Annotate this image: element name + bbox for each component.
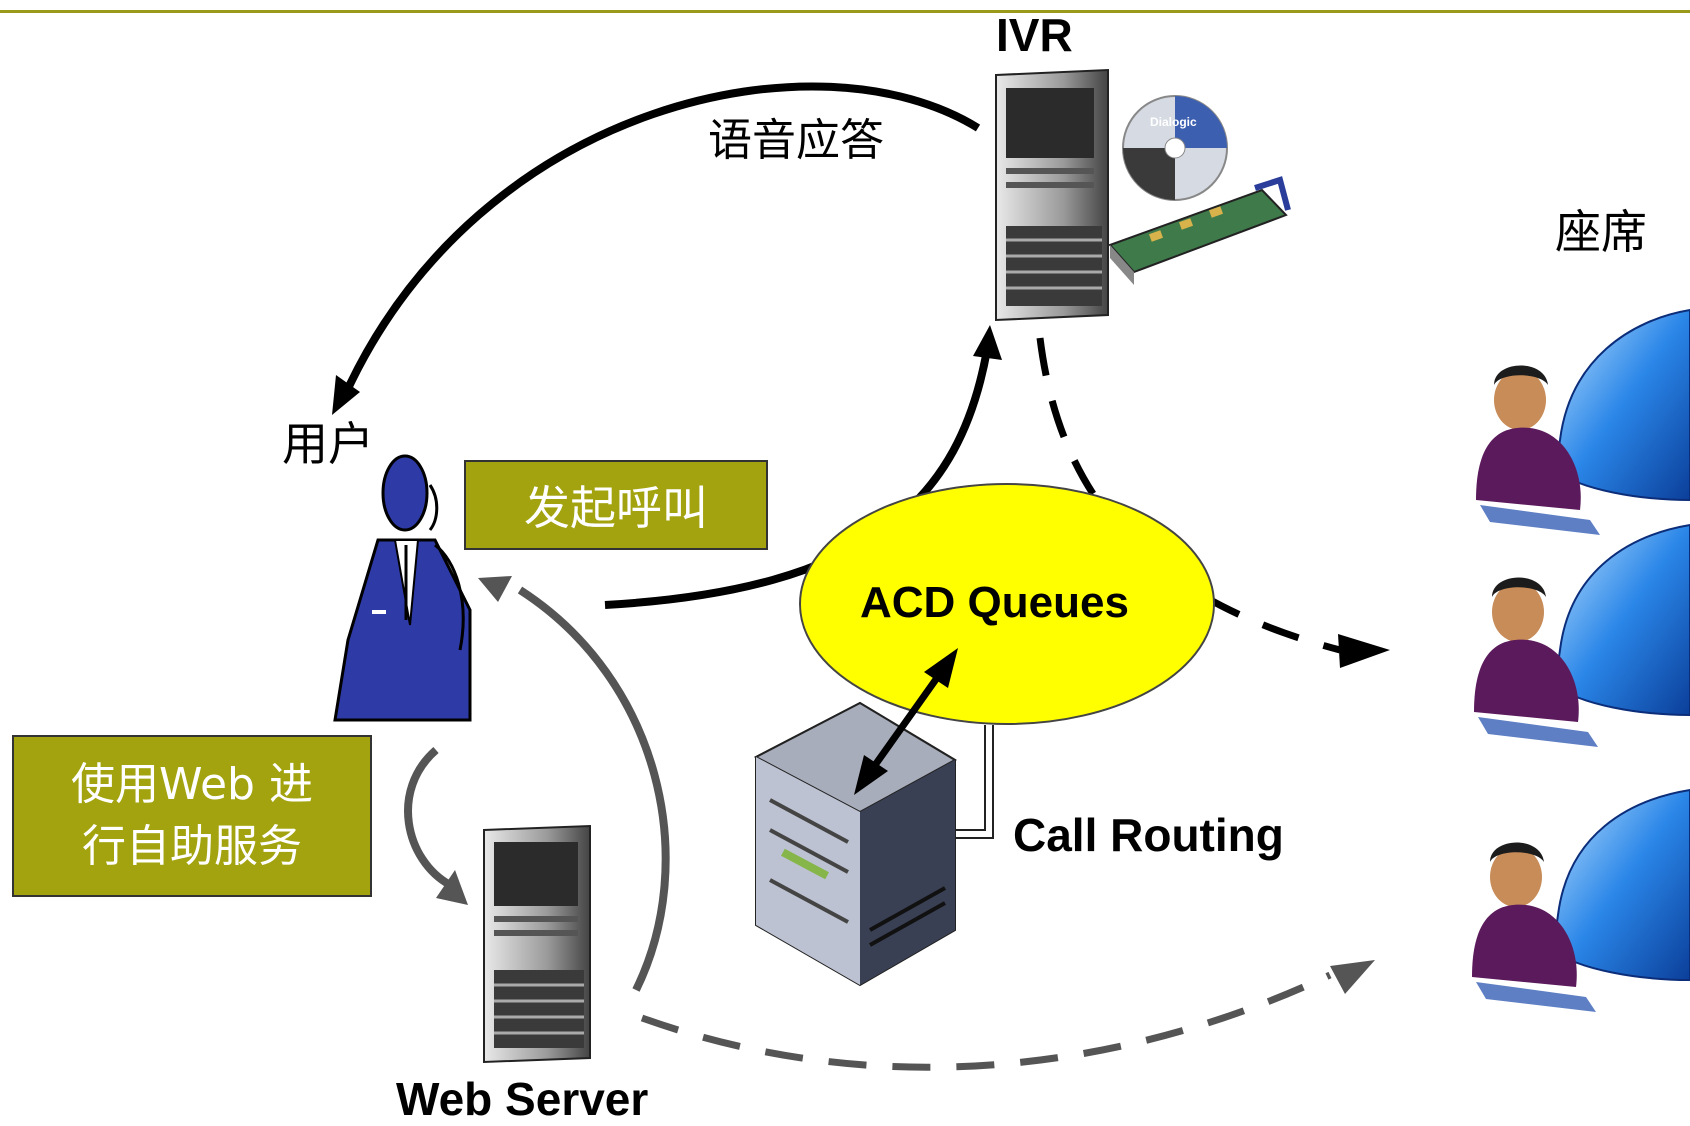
call-routing-label: Call Routing <box>1013 809 1284 861</box>
call-routing-connector <box>950 725 994 839</box>
web-server-icon <box>483 824 591 1064</box>
acd-queues-ellipse <box>799 483 1215 725</box>
web-server-to-agents-dashed-arrow <box>640 960 1375 1071</box>
telephony-card-icon <box>1108 176 1291 285</box>
agent-workstation-1-icon <box>1476 308 1690 535</box>
initiate-call-text: 发起呼叫 <box>524 481 708 535</box>
ivr-label: IVR <box>996 9 1073 61</box>
call-routing-server-icon <box>753 701 958 987</box>
user-label: 用户 <box>282 417 374 471</box>
agent-workstation-2-icon <box>1474 523 1690 747</box>
initiate-call-box: 发起呼叫 <box>464 460 768 550</box>
agents-label: 座席 <box>1555 205 1647 259</box>
ivr-server-icon <box>995 68 1109 322</box>
user-figure-icon <box>333 454 472 722</box>
web-self-service-line1: 使用Web 进 <box>71 759 313 810</box>
voice-response-arrow <box>332 82 981 415</box>
acd-queues-label: ACD Queues <box>860 578 1129 627</box>
web-server-to-user-arrow <box>478 576 670 992</box>
user-to-web-server-arrow <box>404 746 468 905</box>
dialogic-cd-icon: Dialogic <box>1122 95 1228 201</box>
web-self-service-box: 使用Web 进 行自助服务 <box>12 735 372 897</box>
top-rule <box>0 10 1690 13</box>
web-self-service-line2: 行自助服务 <box>82 821 302 872</box>
card-brand-text: Dialogic <box>1150 115 1197 129</box>
web-server-label: Web Server <box>396 1073 649 1125</box>
voice-response-label: 语音应答 <box>708 115 884 166</box>
agent-workstation-3-icon <box>1472 788 1690 1012</box>
acd-routing-double-arrow <box>854 648 958 795</box>
